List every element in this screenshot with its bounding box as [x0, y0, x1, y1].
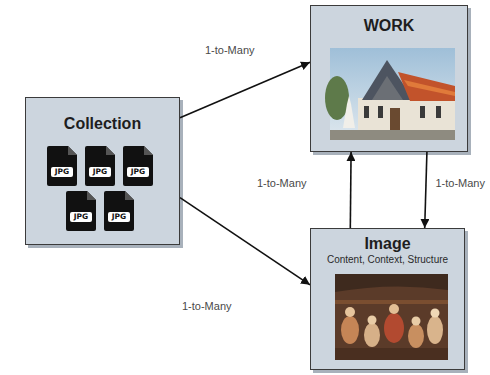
cardinality-label: 1-to-Many	[180, 300, 234, 312]
image-box: ImageContent, Context, Structure	[310, 228, 465, 370]
file-type-label: JPG	[112, 213, 126, 221]
work-box: WORK	[310, 5, 468, 152]
file-icons	[47, 146, 153, 231]
arrow-connector	[425, 152, 427, 228]
mural-painting	[335, 274, 448, 360]
arrow-connector	[180, 198, 310, 285]
box-title: Collection	[26, 115, 179, 133]
box-title: Image	[311, 235, 464, 253]
cardinality-label: 1-to-Many	[433, 177, 487, 189]
box-title: WORK	[311, 17, 467, 35]
arrow-connector	[180, 62, 310, 117]
file-type-label: JPG	[93, 168, 107, 176]
file-type-label: JPG	[131, 168, 145, 176]
box-subtitle: Content, Context, Structure	[311, 254, 464, 265]
cardinality-label: 1-to-Many	[203, 44, 257, 56]
temple-photo	[325, 48, 455, 140]
box-fill	[310, 228, 465, 370]
arrow-connector	[349, 152, 351, 228]
cardinality-label: 1-to-Many	[255, 177, 309, 189]
file-type-label: JPG	[74, 213, 88, 221]
box-fill	[310, 5, 468, 152]
box-fill	[25, 97, 180, 245]
file-type-label: JPG	[55, 168, 69, 176]
